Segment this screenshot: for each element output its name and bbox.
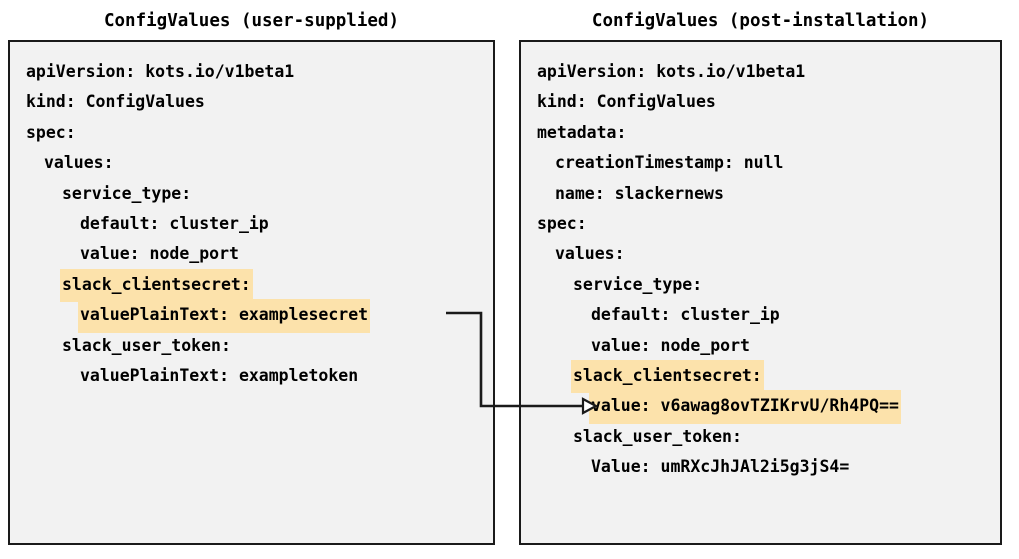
code-line-text: default: cluster_ip	[80, 213, 269, 233]
code-line: slack_user_token:	[521, 421, 1000, 451]
code-line-text: kind: ConfigValues	[26, 92, 205, 112]
code-line-text: values:	[555, 244, 625, 264]
code-line-text: values:	[44, 153, 114, 173]
code-line: name: slackernews	[521, 178, 1000, 208]
code-panel-user-supplied: apiVersion: kots.io/v1beta1 kind: ConfigV…	[8, 40, 495, 545]
code-body-post-installation: apiVersion: kots.io/v1beta1 kind: ConfigV…	[521, 42, 1000, 543]
code-line-text-highlighted: valuePlainText: examplesecret	[78, 299, 371, 333]
code-line-text: creationTimestamp: null	[555, 153, 784, 173]
code-line-text: valuePlainText: exampletoken	[80, 365, 359, 385]
code-line: slack_clientsecret:	[521, 359, 1000, 394]
code-line: values:	[521, 238, 1000, 268]
code-line: default: cluster_ip	[10, 208, 493, 238]
code-line-text: value: node_port	[80, 244, 239, 264]
code-line-text: metadata:	[537, 122, 627, 142]
code-line: kind: ConfigValues	[521, 86, 1000, 116]
panel-title-user-supplied: ConfigValues (user-supplied)	[103, 11, 399, 31]
code-line: metadata:	[521, 117, 1000, 147]
code-line-text-highlighted: value: v6awag8ovTZIKrvU/Rh4PQ==	[589, 390, 901, 424]
code-panel-post-installation: apiVersion: kots.io/v1beta1 kind: ConfigV…	[519, 40, 1002, 545]
code-line: valuePlainText: exampletoken	[10, 360, 493, 390]
code-line-text: apiVersion: kots.io/v1beta1	[26, 62, 295, 81]
code-line-text: service_type:	[573, 274, 703, 294]
code-line: value: v6awag8ovTZIKrvU/Rh4PQ==	[521, 390, 1000, 424]
code-line: creationTimestamp: null	[521, 147, 1000, 177]
code-line-text: spec:	[26, 122, 76, 142]
code-line: service_type:	[521, 269, 1000, 299]
code-line: Value: umRXcJhJAl2i5g3jS4=	[521, 451, 1000, 481]
code-line: slack_clientsecret:	[10, 268, 493, 303]
code-line-text: spec:	[537, 213, 587, 233]
code-line: values:	[10, 147, 493, 177]
code-line: value: node_port	[521, 330, 1000, 360]
code-line-text: service_type:	[62, 183, 192, 203]
code-line: apiVersion: kots.io/v1beta1	[10, 56, 493, 86]
code-line-text: default: cluster_ip	[591, 305, 780, 325]
code-line: default: cluster_ip	[521, 299, 1000, 329]
code-line-text-highlighted: slack_clientsecret:	[60, 268, 253, 303]
code-body-user-supplied: apiVersion: kots.io/v1beta1 kind: ConfigV…	[10, 42, 493, 543]
code-line-text: Value: umRXcJhJAl2i5g3jS4=	[591, 457, 850, 477]
code-line-text: apiVersion: kots.io/v1beta1	[537, 62, 806, 81]
panel-title-post-installation: ConfigValues (post-installation)	[591, 11, 930, 31]
code-line: spec:	[10, 117, 493, 147]
code-line: slack_user_token:	[10, 330, 493, 360]
code-line: apiVersion: kots.io/v1beta1	[521, 56, 1000, 86]
code-line-text: slack_user_token:	[573, 426, 742, 446]
code-line-text: kind: ConfigValues	[537, 92, 716, 112]
code-line: value: node_port	[10, 238, 493, 268]
code-line-text: name: slackernews	[555, 183, 724, 203]
code-line-text: slack_user_token:	[62, 335, 231, 355]
code-line-text-highlighted: slack_clientsecret:	[571, 359, 764, 394]
code-line: kind: ConfigValues	[10, 86, 493, 116]
code-line: valuePlainText: examplesecret	[10, 299, 493, 333]
code-line: service_type:	[10, 178, 493, 208]
code-line-text: value: node_port	[591, 335, 750, 355]
code-line: spec:	[521, 208, 1000, 238]
